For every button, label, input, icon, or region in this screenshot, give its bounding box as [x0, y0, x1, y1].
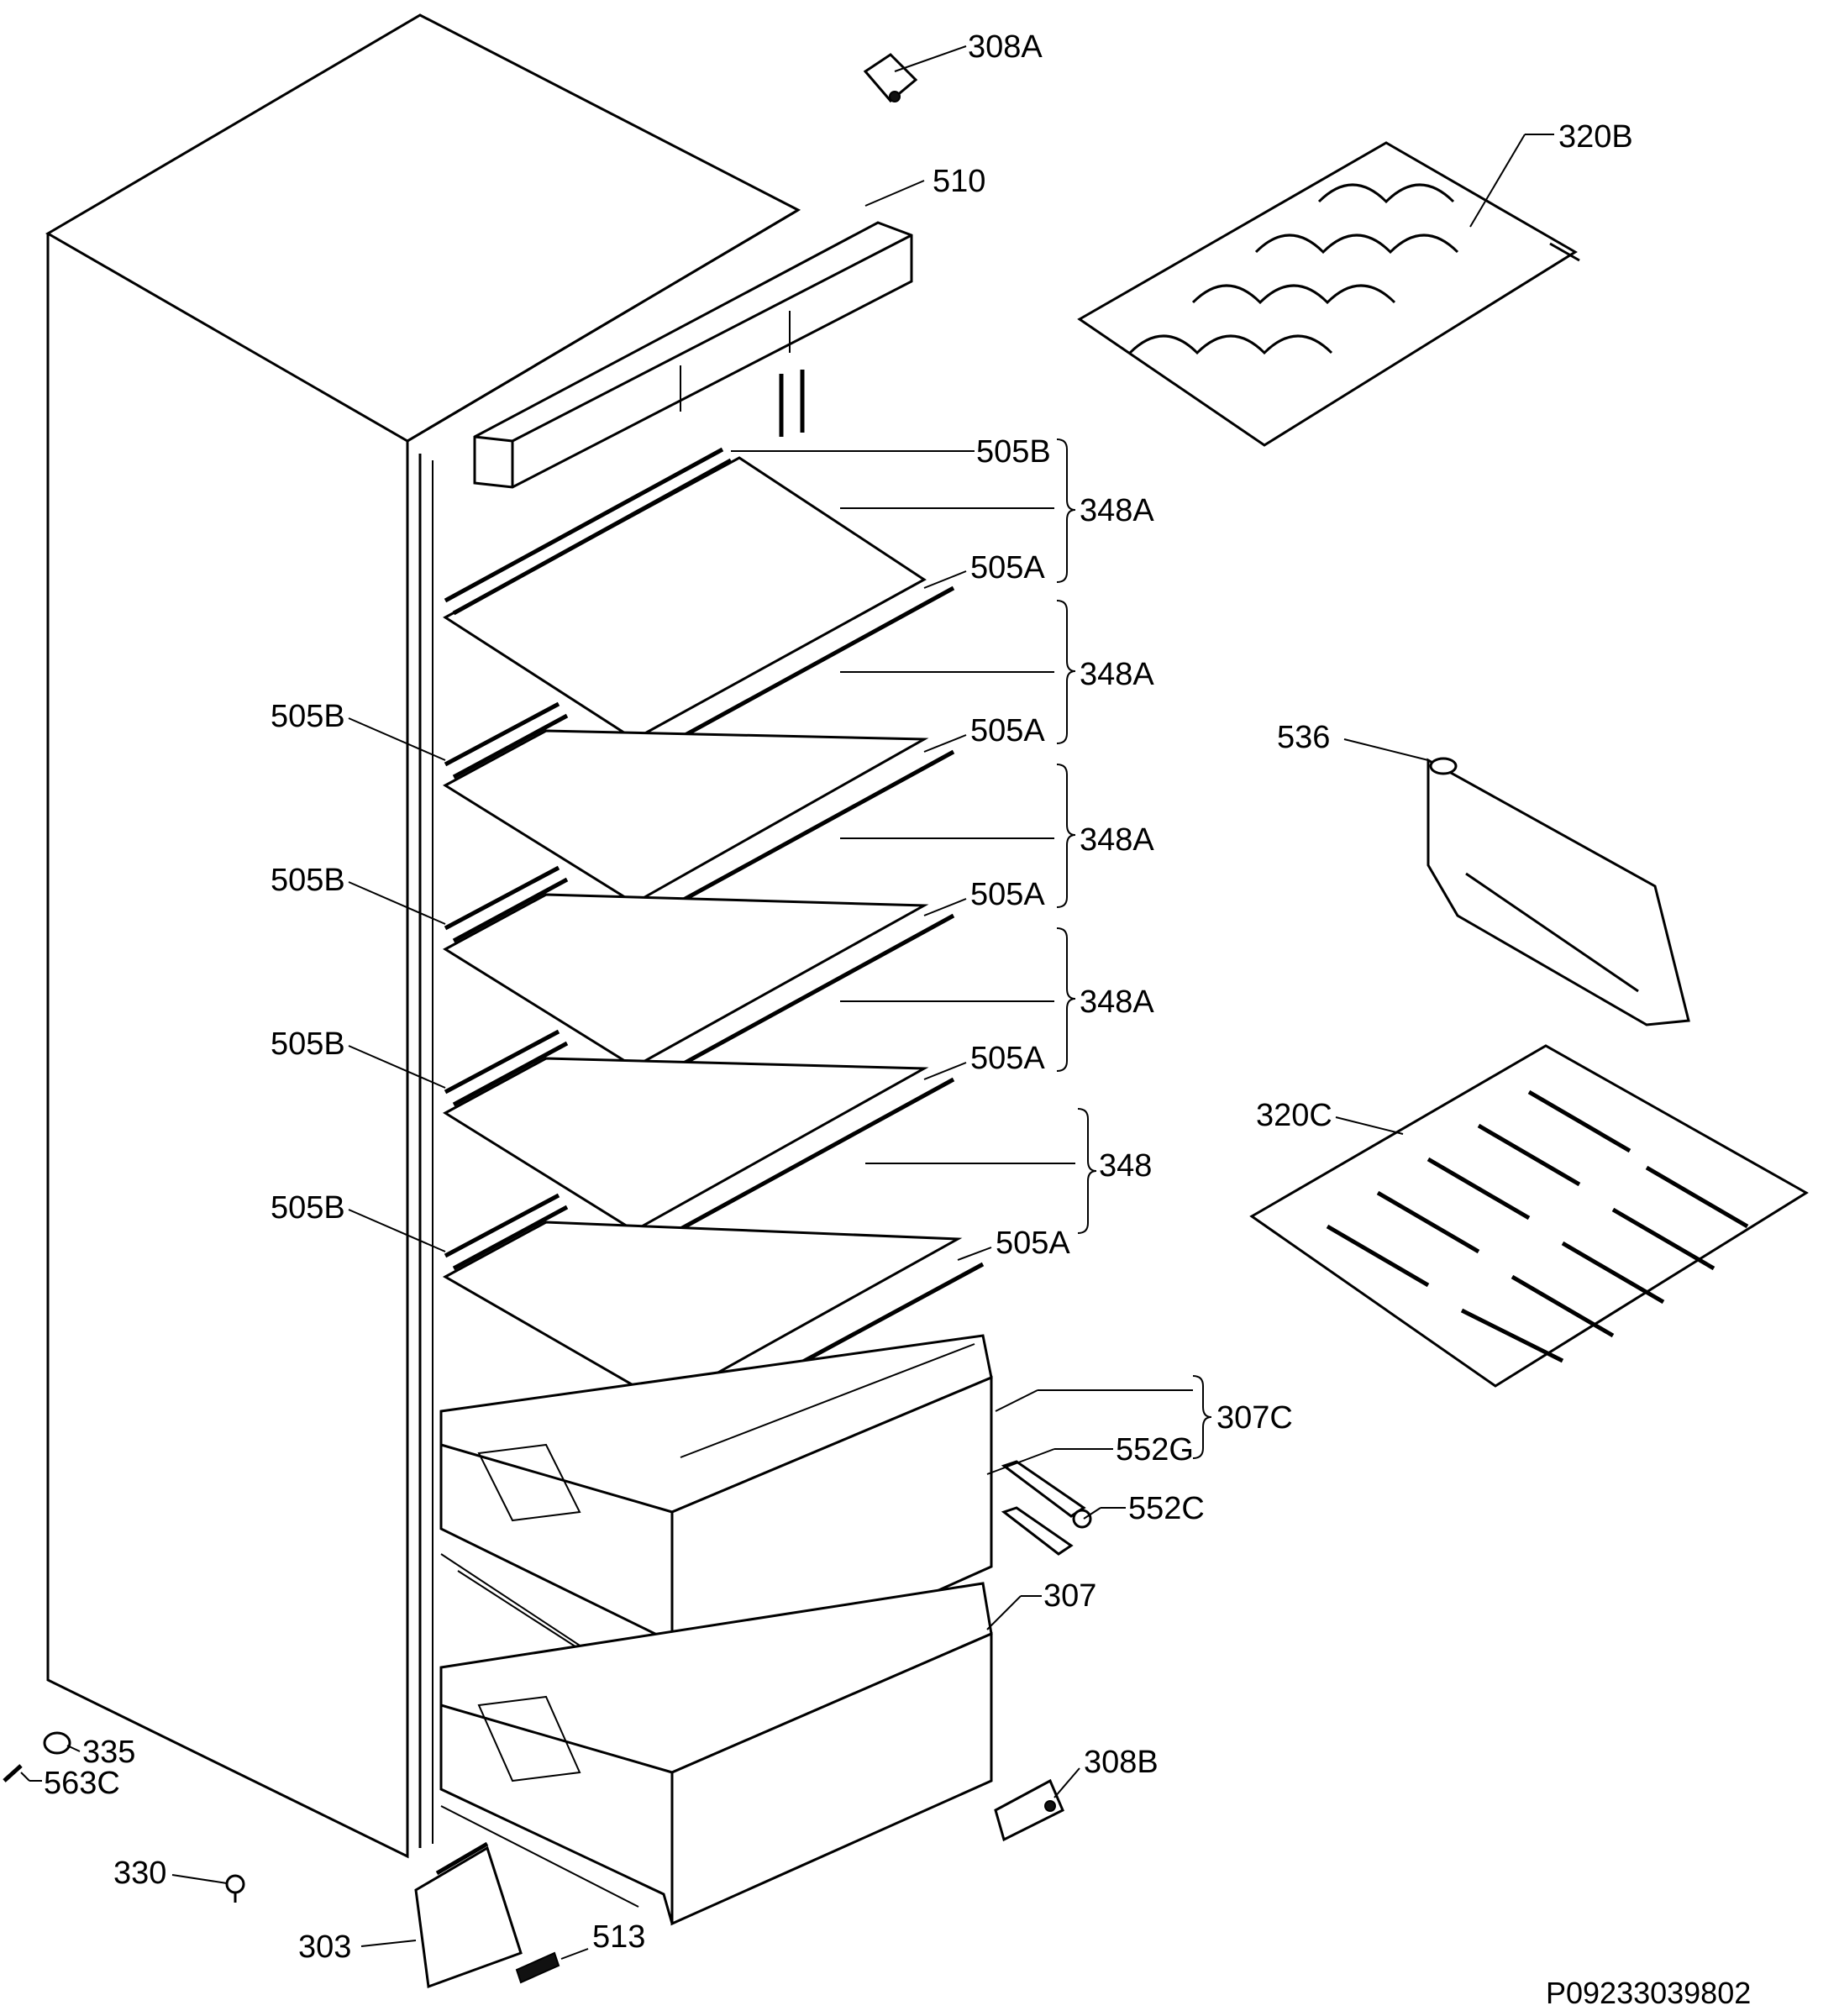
- plinth-cover: [414, 1841, 523, 1989]
- pin: [3, 1764, 23, 1782]
- wine-rack: [1077, 141, 1580, 447]
- ventilated-shelf: [1249, 1044, 1809, 1388]
- cabinet-body: [45, 13, 801, 1859]
- control-panel: [473, 221, 913, 489]
- label-308B: 308B: [1084, 1745, 1159, 1780]
- label-505A-5: 505A: [996, 1226, 1070, 1261]
- lower-drawer: [439, 1582, 993, 1926]
- braces: [1056, 438, 1212, 1459]
- leader-lines: [20, 45, 1554, 1960]
- glass-shelf-4: [443, 1029, 955, 1250]
- hinge-top: [863, 53, 918, 103]
- roller: [43, 1731, 71, 1755]
- label-303: 303: [298, 1929, 351, 1965]
- label-348A-1: 348A: [1080, 493, 1154, 528]
- label-320C: 320C: [1256, 1098, 1332, 1133]
- label-510: 510: [933, 164, 985, 199]
- part-labels: 308A 320B 510 505B 348A 505A 348A 505A 5…: [44, 29, 1751, 2010]
- label-505A-1: 505A: [970, 550, 1045, 585]
- label-505A-3: 505A: [970, 877, 1045, 912]
- label-320B: 320B: [1558, 119, 1633, 155]
- drawing-code: P09233039802: [1546, 1976, 1751, 2010]
- label-348A-2: 348A: [1080, 657, 1154, 692]
- glass-shelf-3: [443, 865, 955, 1086]
- label-552G: 552G: [1116, 1432, 1194, 1467]
- label-307: 307: [1043, 1578, 1096, 1614]
- shelf-slots: [1326, 1089, 1749, 1363]
- label-505A-2: 505A: [970, 713, 1045, 748]
- label-505A-4: 505A: [970, 1041, 1045, 1076]
- bottle-divider: [1427, 757, 1690, 1026]
- label-505B-3: 505B: [271, 1026, 345, 1062]
- hinge-bottom: [994, 1778, 1064, 1842]
- label-348A-4: 348A: [1080, 984, 1154, 1020]
- label-330: 330: [113, 1856, 166, 1891]
- label-307C: 307C: [1216, 1400, 1293, 1436]
- drawer-runner: [1001, 1460, 1092, 1556]
- foot-adjuster: [225, 1874, 245, 1903]
- glass-shelf-1: [443, 447, 955, 759]
- label-536: 536: [1277, 720, 1330, 755]
- plinth-clip: [515, 1951, 560, 1984]
- label-513: 513: [592, 1919, 645, 1955]
- label-348A-3: 348A: [1080, 822, 1154, 858]
- glass-shelf-2: [443, 701, 955, 922]
- label-335: 335: [82, 1735, 135, 1770]
- label-308A: 308A: [968, 29, 1043, 65]
- label-505B-4: 505B: [271, 1190, 345, 1226]
- label-563C: 563C: [44, 1766, 120, 1801]
- label-348: 348: [1099, 1148, 1152, 1184]
- label-505B-1: 505B: [271, 699, 345, 734]
- label-552C: 552C: [1128, 1491, 1205, 1526]
- label-505B-top: 505B: [976, 434, 1051, 470]
- label-505B-2: 505B: [271, 863, 345, 898]
